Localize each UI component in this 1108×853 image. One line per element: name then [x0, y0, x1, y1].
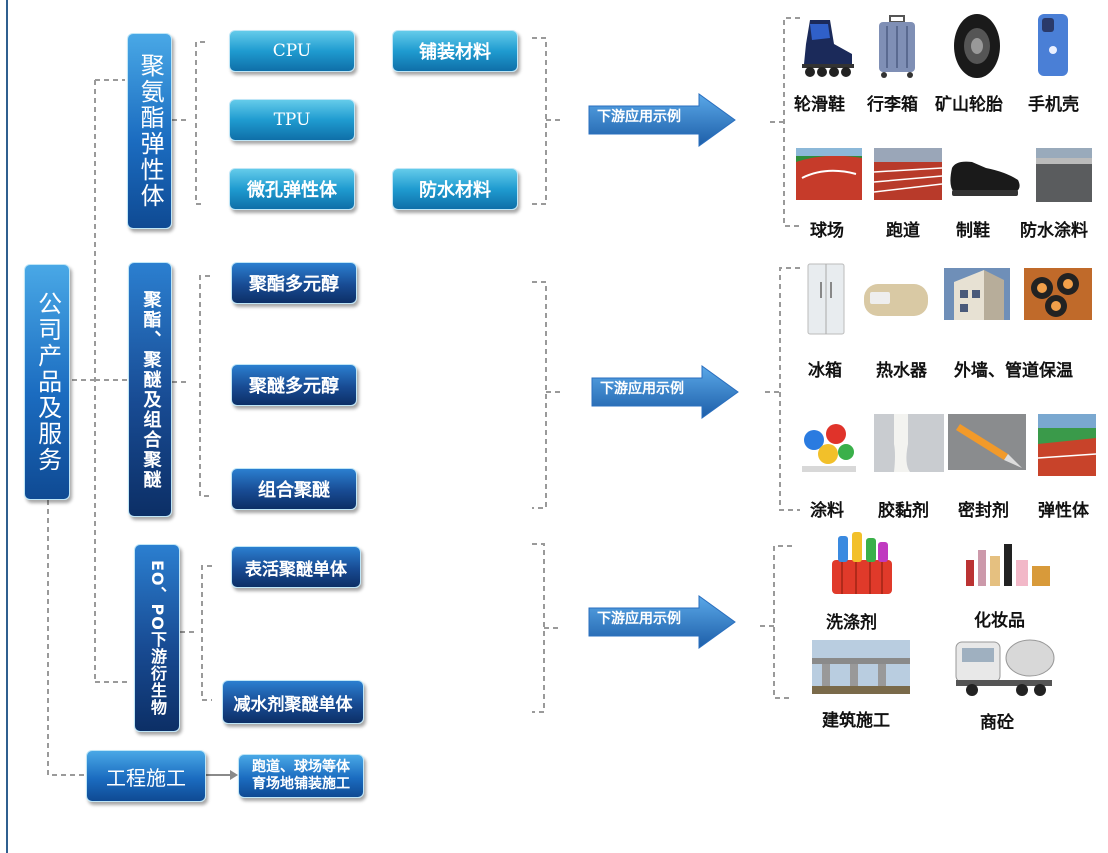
adhesive-icon — [874, 414, 944, 472]
product-water-reducer-monomer: 减水剂聚醚单体 — [222, 680, 364, 724]
group3-left-bracket — [180, 565, 212, 701]
arrow-shape-icon — [588, 595, 736, 649]
paint-icon — [798, 414, 860, 474]
app-label: 建筑施工 — [822, 711, 890, 731]
downstream-arrow-2: 下游应用示例 — [590, 364, 740, 420]
engineering-detail-box: 跑道、球场等体 育场地铺装施工 — [238, 754, 364, 798]
shoe-icon — [946, 150, 1024, 200]
app-label: 热水器 — [876, 361, 927, 381]
material-paving: 铺装材料 — [392, 30, 518, 72]
group2-left-bracket — [172, 275, 210, 497]
product-polyether-polyol: 聚醚多元醇 — [231, 364, 357, 406]
inline-skate-icon — [796, 14, 858, 78]
app-label: 矿山轮胎 — [935, 95, 1003, 115]
cosmetics-icon — [960, 530, 1056, 590]
construction-icon — [812, 640, 910, 694]
app-label: 胶黏剂 — [878, 501, 929, 521]
app-label: 制鞋 — [956, 221, 990, 241]
app-label: 手机壳 — [1028, 95, 1079, 115]
app-label: 轮滑鞋 — [794, 95, 845, 115]
court-icon — [796, 148, 862, 200]
app-label: 球场 — [810, 221, 844, 241]
group1-title-box: 聚氨酯弹性体 — [127, 33, 172, 229]
detergent-icon — [812, 530, 908, 596]
group2-title-box: 聚酯、聚醚及组合聚醚 — [128, 262, 172, 517]
root-to-engineering-line — [47, 500, 85, 776]
water-heater-icon — [862, 282, 930, 318]
app-label: 跑道 — [886, 221, 920, 241]
downstream-arrow-1: 下游应用示例 — [587, 92, 737, 148]
engineering-box: 工程施工 — [86, 750, 206, 802]
elastomer-court-icon — [1038, 414, 1096, 476]
product-tpu: TPU — [229, 99, 355, 141]
app-label: 行李箱 — [867, 95, 918, 115]
app-label: 冰箱 — [808, 361, 842, 381]
root-trunk-line — [72, 79, 130, 683]
fridge-icon — [806, 262, 846, 336]
waterproof-coating-icon — [1036, 148, 1092, 202]
group3-title-box: EO、PO下游衍生物 — [134, 544, 180, 732]
concrete-truck-icon — [952, 632, 1056, 696]
root-company-products: 公司产品及服务 — [24, 264, 70, 500]
product-microcellular: 微孔弹性体 — [229, 168, 355, 210]
group1-left-bracket — [172, 41, 205, 205]
product-combined-polyether: 组合聚醚 — [231, 468, 357, 510]
product-cpu: CPU — [229, 30, 355, 72]
app-label: 密封剂 — [958, 501, 1009, 521]
pipe-insulation-icon — [1024, 268, 1092, 320]
product-polyester-polyol: 聚酯多元醇 — [231, 262, 357, 304]
tire-icon — [952, 12, 1002, 80]
app-label: 化妆品 — [974, 611, 1025, 631]
group1-app-bracket — [770, 17, 800, 227]
phone-case-icon — [1036, 12, 1070, 78]
arrow-shape-icon — [591, 365, 739, 419]
root-label: 公司产品及服务 — [33, 291, 62, 473]
product-surfactant-monomer: 表活聚醚单体 — [231, 546, 361, 588]
app-label: 外墙、管道保温 — [954, 361, 1073, 381]
track-icon — [874, 148, 942, 200]
app-label: 涂料 — [810, 501, 844, 521]
sealant-icon — [948, 414, 1026, 470]
group3-right-bracket — [532, 543, 560, 713]
group3-app-bracket — [760, 545, 792, 699]
insulation-wall-icon — [944, 268, 1010, 320]
app-label: 防水涂料 — [1020, 221, 1088, 241]
downstream-arrow-3: 下游应用示例 — [587, 594, 737, 650]
luggage-icon — [874, 14, 920, 78]
app-label: 洗涤剂 — [826, 613, 877, 633]
group2-app-bracket — [765, 267, 800, 511]
group1-right-bracket — [532, 37, 560, 205]
material-waterproof: 防水材料 — [392, 168, 518, 210]
left-frame-border — [6, 0, 8, 853]
app-label: 商砼 — [980, 713, 1014, 733]
arrow-shape-icon — [588, 93, 736, 147]
group2-right-bracket — [532, 281, 560, 509]
app-label: 弹性体 — [1038, 501, 1089, 521]
